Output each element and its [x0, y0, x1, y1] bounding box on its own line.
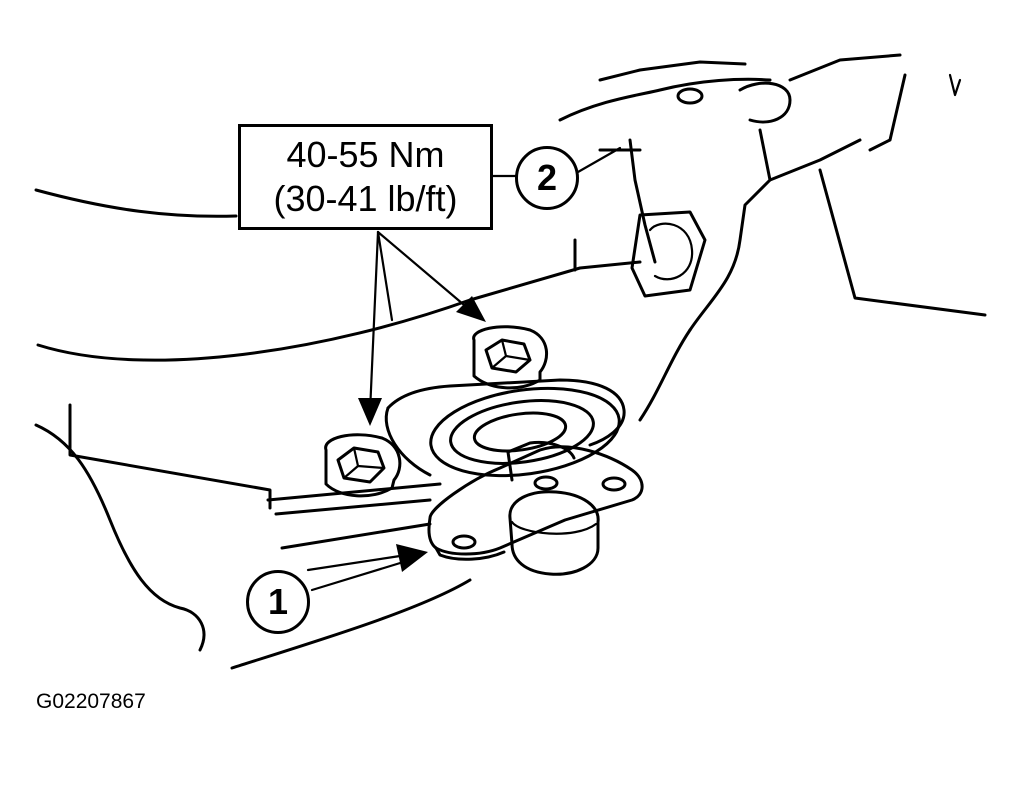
ledge-line-a — [266, 482, 442, 502]
callout-item-1: 1 — [246, 570, 310, 634]
upper-bracket-top — [558, 77, 772, 122]
engine-contour-middle — [36, 298, 472, 362]
damper-flange-edge — [434, 546, 506, 561]
upper-bolt-flange — [472, 325, 549, 390]
bracket-arm-lower — [638, 328, 692, 422]
engine-contour-upper — [34, 188, 238, 218]
upper-bracket-rim — [598, 60, 747, 82]
frame-edge-c — [818, 168, 987, 317]
callout-item-2: 2 — [515, 146, 579, 210]
engine-lower-ledge — [68, 403, 272, 510]
engine-bottom-contour — [230, 578, 472, 670]
leader-fork — [376, 230, 394, 322]
frame-wiring — [948, 73, 962, 97]
lower-bolt-facets — [342, 446, 386, 480]
damper-cylinder-rim — [510, 520, 598, 535]
damper-stem-top — [506, 440, 576, 460]
flange-hole-left — [451, 534, 477, 550]
flange-hole-top — [533, 475, 559, 491]
flange-hole-right — [601, 476, 627, 492]
torque-spec-metric: 40-55 Nm — [286, 134, 445, 175]
leader-item-1-b — [306, 554, 402, 572]
bracket-arm-right — [688, 128, 772, 332]
mount-body-left — [384, 406, 432, 477]
upper-bolt-facets — [490, 338, 532, 370]
bushing-outer — [429, 386, 621, 478]
arrowhead-lower-bolt — [358, 398, 382, 426]
leader-lower-bolt — [368, 230, 380, 414]
leader-item-2 — [576, 146, 622, 174]
frame-edge-b — [788, 53, 902, 82]
engine-lower-left-contour — [34, 423, 206, 652]
bracket-arm-left — [628, 138, 657, 264]
upper-stud — [738, 81, 792, 124]
bracket-lower-edge — [468, 260, 642, 302]
leader-upper-bolt — [376, 230, 472, 312]
bushing-middle — [449, 399, 595, 465]
torque-spec-box: 40-55 Nm (30-41 lb/ft) — [238, 124, 493, 230]
damper-cylinder — [508, 490, 600, 576]
rear-nut-outline — [630, 210, 707, 298]
lower-bolt-flange — [324, 433, 402, 498]
frame-edge-d — [868, 73, 907, 152]
damper-stem-side — [506, 450, 514, 482]
ledge-line-b — [274, 498, 432, 516]
torque-spec-imperial: (30-41 lb/ft) — [273, 178, 458, 219]
figure-id: G02207867 — [36, 690, 146, 713]
arrowhead-item-1 — [396, 544, 428, 572]
ledge-line-c — [280, 522, 432, 550]
bushing-inner — [472, 411, 568, 453]
arrowhead-upper-bolt — [456, 296, 486, 322]
upper-bracket-hole — [676, 87, 704, 105]
damper-flange-plate — [427, 445, 644, 556]
frame-edge-a — [768, 138, 862, 182]
leader-item-1 — [310, 558, 412, 592]
rear-nut-face — [648, 222, 694, 281]
